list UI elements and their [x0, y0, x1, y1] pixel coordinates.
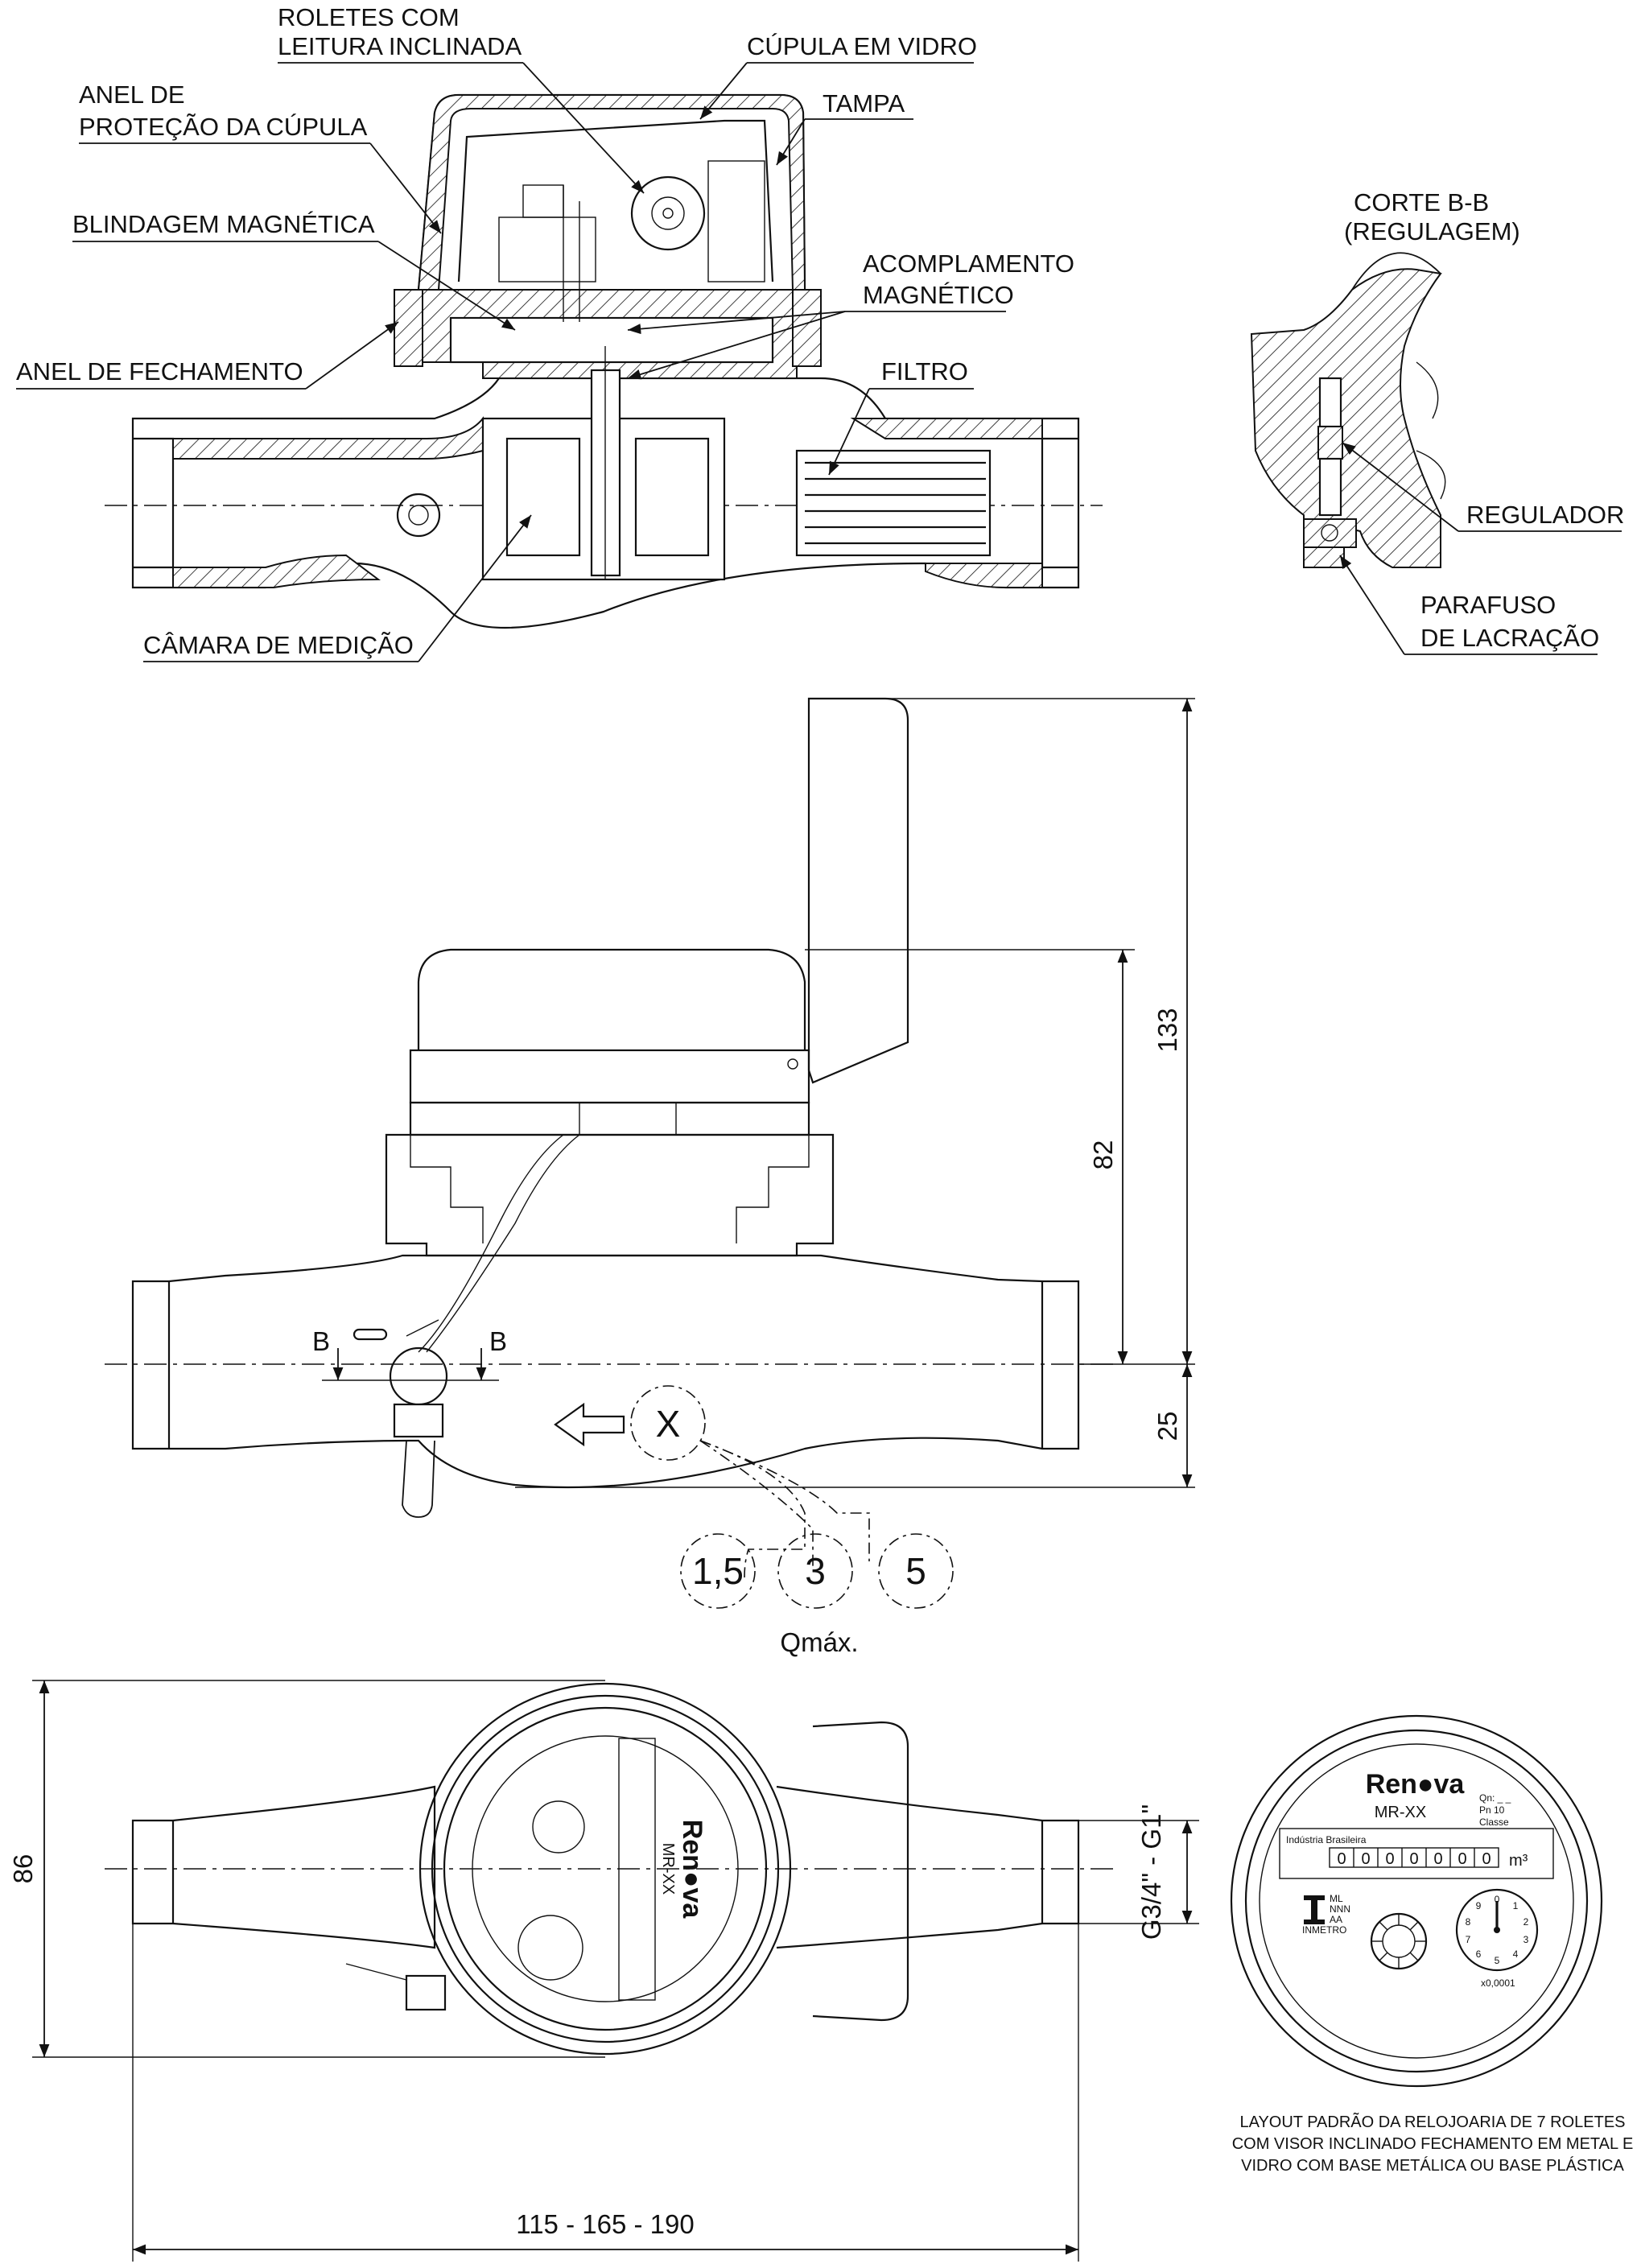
section-mark-b-right: B [489, 1326, 507, 1356]
qmax-label: Qmáx. [780, 1627, 858, 1657]
label-camara: CÂMARA DE MEDIÇÃO [143, 631, 414, 659]
dial-num-5: 5 [1495, 1955, 1500, 1966]
label-roletes-1: ROLETES COM [278, 3, 460, 31]
label-anel-protecao-1: ANEL DE [79, 80, 185, 109]
roller-digit-4: 0 [1409, 1850, 1418, 1868]
top-view: Ren●va MR-XX 86 115 - 165 - 190 G3/4" - … [8, 1680, 1199, 2262]
section-view [105, 93, 1103, 629]
label-cupula: CÚPULA EM VIDRO [747, 32, 977, 60]
corte-bb-parafuso-2: DE LACRAÇÃO [1420, 624, 1599, 652]
dial-num-4: 4 [1513, 1948, 1519, 1960]
label-anel-fechamento: ANEL DE FECHAMENTO [16, 357, 303, 386]
pointer-dial: 0 1 2 3 4 5 6 7 8 9 [1455, 1888, 1539, 1972]
corte-bb-title-2: (REGULAGEM) [1344, 217, 1520, 245]
dial-num-1: 1 [1513, 1900, 1519, 1911]
dial-num-0: 0 [1495, 1894, 1500, 1905]
dim-length: 115 - 165 - 190 [516, 2209, 694, 2239]
dial-cert-3: AA [1330, 1914, 1342, 1925]
dial-maker: Indústria Brasileira [1286, 1834, 1367, 1845]
caption: LAYOUT PADRÃO DA RELOJOARIA DE 7 ROLETES… [1232, 2112, 1634, 2175]
label-blindagem: BLINDAGEM MAGNÉTICA [72, 210, 375, 238]
dial-num-9: 9 [1476, 1900, 1482, 1911]
dial-brand: Ren●va [1366, 1769, 1466, 1800]
label-anel-protecao-2: PROTEÇÃO DA CÚPULA [79, 113, 368, 141]
dial-multiplier: x0,0001 [1481, 1977, 1515, 1989]
dial-num-7: 7 [1466, 1934, 1471, 1945]
dim-82: 82 [1088, 1140, 1118, 1170]
dim-133: 133 [1152, 1008, 1182, 1052]
dial-classe: Classe [1479, 1816, 1509, 1828]
section-view-labels: ROLETES COM LEITURA INCLINADA CÚPULA EM … [16, 3, 1074, 662]
top-dial-model: MR-XX [659, 1843, 677, 1895]
dial-num-2: 2 [1523, 1916, 1529, 1928]
corte-bb-view: CORTE B-B (REGULAGEM) REGULADOR PARAFUSO… [1250, 188, 1624, 655]
roller-digit-7: 0 [1482, 1850, 1491, 1868]
corte-bb-parafuso-1: PARAFUSO [1420, 591, 1556, 619]
roller-counter: 0 0 0 0 0 0 0 [1329, 1847, 1499, 1868]
dial-unit: m³ [1509, 1852, 1528, 1870]
dial-num-6: 6 [1476, 1948, 1482, 1960]
label-tampa: TAMPA [823, 89, 905, 118]
section-mark-b-left: B [312, 1326, 330, 1356]
dim-25: 25 [1152, 1412, 1182, 1441]
dial-cert-1: ML [1330, 1893, 1343, 1904]
label-acoplamento-1: ACOMPLAMENTO [863, 249, 1074, 278]
caption-line-2: COM VISOR INCLINADO FECHAMENTO EM METAL … [1232, 2135, 1634, 2153]
top-dial-brand: Ren●va [677, 1820, 707, 1920]
roller-digit-6: 0 [1458, 1850, 1466, 1868]
dial-num-3: 3 [1523, 1934, 1529, 1945]
dial-inmetro: INMETRO [1302, 1924, 1346, 1936]
dim-86: 86 [8, 1854, 38, 1884]
label-acoplamento-2: MAGNÉTICO [863, 281, 1014, 309]
qmax-option-3: 5 [905, 1550, 926, 1592]
qmax-option-2: 3 [805, 1550, 826, 1592]
caption-line-1: LAYOUT PADRÃO DA RELOJOARIA DE 7 ROLETES [1239, 2112, 1625, 2131]
qmax-option-1: 1,5 [692, 1550, 744, 1592]
label-roletes-2: LEITURA INCLINADA [278, 32, 522, 60]
roller-digit-1: 0 [1337, 1850, 1346, 1868]
roller-digit-3: 0 [1385, 1850, 1394, 1868]
caption-line-3: VIDRO COM BASE METÁLICA OU BASE PLÁSTICA [1241, 2156, 1624, 2175]
side-view: B B X 1,5 3 5 Qmáx. 133 82 25 [105, 697, 1195, 1657]
star-wheel-icon [1370, 1912, 1428, 1970]
detail-mark-x: X [656, 1403, 681, 1445]
corte-bb-regulador: REGULADOR [1466, 501, 1624, 529]
dim-thread: G3/4" - G1" [1136, 1804, 1166, 1940]
corte-bb-title-1: CORTE B-B [1354, 188, 1489, 216]
dial-num-8: 8 [1466, 1916, 1471, 1928]
dial-layout: Ren●va MR-XX Qn: _ _ Pn 10 Classe Indúst… [1230, 1714, 1603, 2088]
dial-pn: Pn 10 [1479, 1804, 1505, 1816]
dial-qn: Qn: _ _ [1479, 1792, 1511, 1804]
dial-model: MR-XX [1375, 1804, 1426, 1821]
label-filtro: FILTRO [881, 357, 968, 386]
dial-cert-2: NNN [1330, 1903, 1350, 1915]
roller-digit-2: 0 [1361, 1850, 1370, 1868]
roller-digit-5: 0 [1433, 1850, 1442, 1868]
